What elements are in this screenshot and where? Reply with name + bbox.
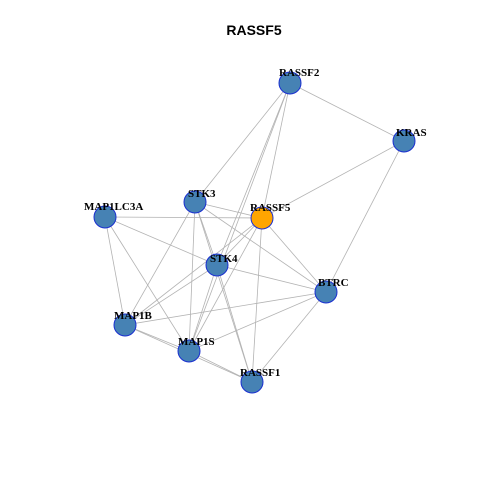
node-label-btrc: BTRC — [318, 277, 349, 289]
edge-stk3-map1s — [188, 201, 196, 352]
edge-rassf2-map1s — [188, 82, 291, 352]
node-btrc[interactable] — [314, 280, 338, 304]
edge-stk3-map1b — [124, 201, 196, 326]
edge-map1lc3a-map1s — [104, 216, 190, 352]
edge-stk4-map1b — [124, 264, 218, 326]
node-map1b[interactable] — [113, 313, 137, 337]
node-map1s[interactable] — [177, 339, 201, 363]
node-label-map1s: MAP1S — [178, 336, 215, 348]
edge-layer — [104, 82, 405, 383]
node-label-stk3: STK3 — [188, 188, 216, 200]
node-label-map1b: MAP1B — [114, 310, 153, 322]
node-label-rassf5: RASSF5 — [250, 202, 291, 214]
edge-rassf2-rassf5 — [261, 82, 291, 219]
node-label-map1lc3a: MAP1LC3A — [84, 201, 143, 213]
node-stk4[interactable] — [205, 253, 229, 277]
edge-map1lc3a-map1b — [104, 216, 126, 326]
edge-rassf2-stk4 — [216, 82, 291, 266]
edge-rassf5-btrc — [261, 217, 327, 293]
edge-map1s-rassf1 — [188, 350, 253, 383]
edge-stk4-btrc — [216, 264, 327, 293]
edge-map1lc3a-rassf5 — [104, 216, 263, 219]
edge-rassf2-stk3 — [194, 82, 291, 203]
edge-stk3-rassf1 — [194, 201, 253, 383]
node-layer — [93, 71, 416, 394]
node-label-rassf1: RASSF1 — [240, 367, 280, 379]
edge-rassf2-kras — [289, 82, 405, 142]
node-label-stk4: STK4 — [210, 253, 238, 265]
edge-btrc-map1s — [188, 291, 327, 352]
edge-rassf5-map1s — [188, 217, 263, 352]
edge-rassf5-rassf1 — [251, 217, 263, 383]
node-label-rassf2: RASSF2 — [279, 67, 320, 79]
edge-stk4-map1s — [188, 264, 218, 352]
edge-kras-rassf5 — [261, 140, 405, 219]
edge-map1lc3a-stk4 — [104, 216, 218, 266]
edge-rassf5-map1b — [124, 217, 263, 326]
edge-btrc-rassf1 — [251, 291, 327, 383]
edge-kras-btrc — [325, 140, 405, 293]
node-stk3[interactable] — [183, 190, 207, 214]
diagram-title: RASSF5 — [226, 22, 281, 38]
edge-btrc-map1b — [124, 291, 327, 326]
node-rassf2[interactable] — [278, 71, 302, 95]
node-kras[interactable] — [392, 129, 416, 153]
node-label-kras: KRAS — [396, 127, 427, 139]
edge-map1b-map1s — [124, 324, 190, 352]
node-map1lc3a[interactable] — [93, 205, 117, 229]
node-rassf5[interactable] — [250, 206, 274, 230]
edge-stk4-rassf1 — [216, 264, 253, 383]
node-rassf1[interactable] — [240, 370, 264, 394]
